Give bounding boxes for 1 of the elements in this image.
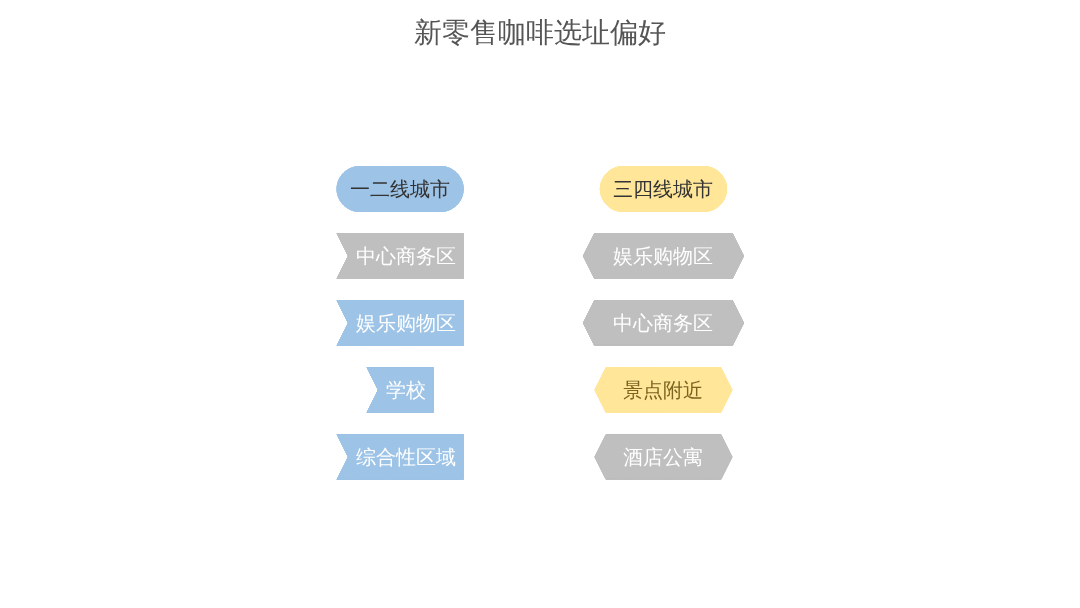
diagram-title: 新零售咖啡选址偏好 [413, 15, 667, 51]
